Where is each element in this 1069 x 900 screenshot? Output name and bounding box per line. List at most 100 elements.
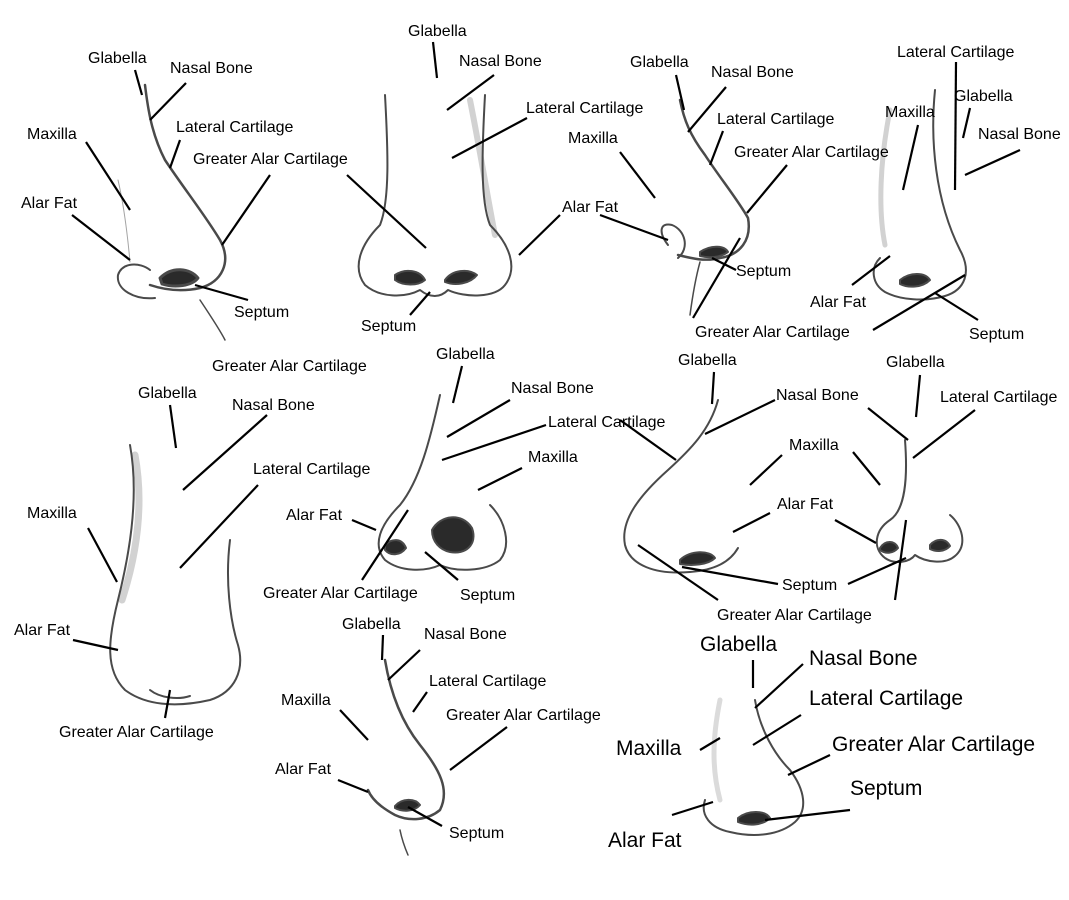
nose-sketch-5 xyxy=(109,444,242,706)
label-septum: Septum xyxy=(850,777,923,800)
leader-line xyxy=(687,86,727,133)
leader-line xyxy=(752,714,802,746)
label-lateral-cartilage: Lateral Cartilage xyxy=(717,111,835,128)
label-lateral-cartilage: Lateral Cartilage xyxy=(897,44,1015,61)
leader-line xyxy=(619,151,656,199)
leader-line xyxy=(339,709,369,741)
leader-line xyxy=(914,374,922,418)
label-greater-alar-cartilage: Greater Alar Cartilage xyxy=(695,324,850,341)
leader-line xyxy=(194,283,249,302)
label-greater-alar-cartilage: Greater Alar Cartilage xyxy=(734,144,889,161)
leader-line xyxy=(964,148,1021,177)
label-nasal-bone: Nasal Bone xyxy=(424,626,507,643)
leader-line xyxy=(852,451,881,486)
label-glabella: Glabella xyxy=(408,23,467,40)
label-maxilla: Maxilla xyxy=(568,130,618,147)
leader-line xyxy=(953,61,958,191)
label-nasal-bone: Nasal Bone xyxy=(809,647,918,670)
leader-line xyxy=(168,139,182,169)
leader-line xyxy=(412,691,428,713)
leader-line xyxy=(337,778,369,794)
leader-line xyxy=(446,74,495,111)
label-nasal-bone: Nasal Bone xyxy=(978,126,1061,143)
label-nasal-bone: Nasal Bone xyxy=(459,53,542,70)
leader-line xyxy=(764,808,851,822)
label-glabella: Glabella xyxy=(138,385,197,402)
leader-line xyxy=(431,41,439,79)
leader-line xyxy=(867,407,909,441)
label-alar-fat: Alar Fat xyxy=(14,622,71,639)
label-glabella: Glabella xyxy=(342,616,401,633)
leader-line xyxy=(477,467,523,491)
leader-line xyxy=(893,519,908,601)
leader-line xyxy=(387,649,421,681)
nose-sketch-3 xyxy=(660,98,751,316)
label-septum: Septum xyxy=(361,318,417,335)
leader-line xyxy=(87,527,118,583)
leader-line xyxy=(182,414,268,491)
leader-line xyxy=(708,130,725,166)
label-septum: Septum xyxy=(234,304,290,321)
leader-line xyxy=(749,454,783,486)
leader-line xyxy=(71,214,131,261)
nose-sketch-1 xyxy=(116,83,227,341)
label-greater-alar-cartilage: Greater Alar Cartilage xyxy=(193,151,348,168)
label-glabella: Glabella xyxy=(88,50,147,67)
label-glabella: Glabella xyxy=(678,352,737,369)
leader-line xyxy=(692,237,741,319)
label-greater-alar-cartilage: Greater Alar Cartilage xyxy=(212,358,367,375)
leader-line xyxy=(407,806,443,827)
leader-line xyxy=(681,565,779,586)
label-maxilla: Maxilla xyxy=(27,505,77,522)
label-nasal-bone: Nasal Bone xyxy=(511,380,594,397)
leader-lines xyxy=(71,41,1021,827)
label-septum: Septum xyxy=(736,263,792,280)
leader-line xyxy=(361,509,409,581)
label-lateral-cartilage: Lateral Cartilage xyxy=(176,119,294,136)
leader-line xyxy=(787,754,831,776)
leader-line xyxy=(847,556,907,586)
label-lateral-cartilage: Lateral Cartilage xyxy=(548,414,666,431)
leader-line xyxy=(424,551,459,581)
leader-line xyxy=(451,117,528,159)
leader-line xyxy=(704,399,776,435)
leader-line xyxy=(163,689,172,719)
label-nasal-bone: Nasal Bone xyxy=(711,64,794,81)
leader-line xyxy=(872,274,966,331)
label-lateral-cartilage: Lateral Cartilage xyxy=(940,389,1058,406)
leader-line xyxy=(599,213,669,242)
leader-line xyxy=(754,663,804,709)
leader-line xyxy=(133,69,144,96)
label-glabella: Glabella xyxy=(700,633,778,656)
label-greater-alar-cartilage: Greater Alar Cartilage xyxy=(717,607,872,624)
leader-line xyxy=(851,255,891,286)
label-maxilla: Maxilla xyxy=(885,104,935,121)
nose-sketch-7 xyxy=(623,399,964,574)
label-alar-fat: Alar Fat xyxy=(608,829,682,852)
leader-line xyxy=(451,365,464,404)
label-nasal-bone: Nasal Bone xyxy=(170,60,253,77)
label-alar-fat: Alar Fat xyxy=(777,496,834,513)
label-septum: Septum xyxy=(449,825,505,842)
label-lateral-cartilage: Lateral Cartilage xyxy=(253,461,371,478)
label-maxilla: Maxilla xyxy=(281,692,331,709)
leader-line xyxy=(149,82,187,121)
label-greater-alar-cartilage: Greater Alar Cartilage xyxy=(446,707,601,724)
leader-line xyxy=(72,638,119,652)
leader-line xyxy=(934,292,979,321)
leader-line xyxy=(671,800,714,817)
leader-line xyxy=(346,174,427,249)
leader-line xyxy=(834,519,877,544)
leader-line xyxy=(637,544,719,601)
label-alar-fat: Alar Fat xyxy=(275,761,332,778)
leader-line xyxy=(221,174,271,246)
nose-sketch-2 xyxy=(357,94,513,297)
leader-line xyxy=(961,107,972,139)
leader-line xyxy=(409,291,431,316)
leader-line xyxy=(674,74,686,111)
leader-line xyxy=(710,371,716,405)
leader-line xyxy=(85,141,131,211)
nose-sketch-4 xyxy=(872,89,967,301)
